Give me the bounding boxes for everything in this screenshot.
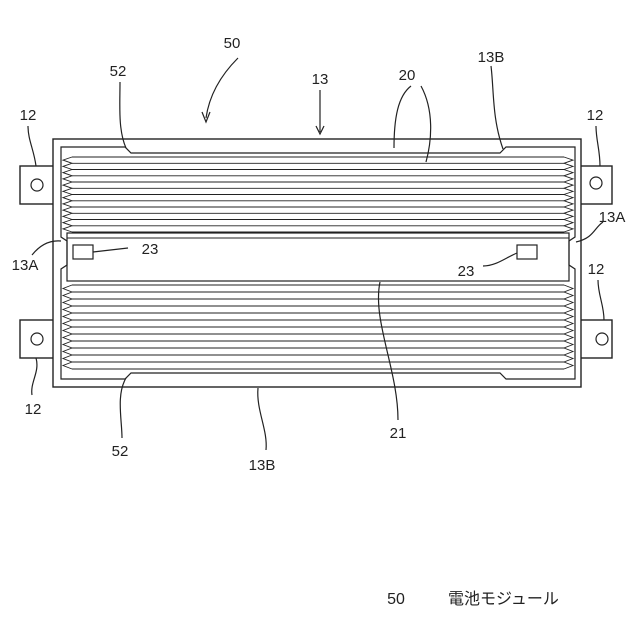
legend-number: 50 [387,591,405,608]
label-bracket-bottom-left: 12 [25,401,42,418]
label-bracket-top-right: 12 [587,107,604,124]
label-bus: 21 [390,425,407,442]
label-flange-bottom: 13B [249,457,276,474]
label-side-right: 13A [599,209,626,226]
mounting-bracket-bottom-left [20,320,56,358]
label-spacer-bottom: 52 [112,443,129,460]
mounting-bracket-top-left [20,166,56,204]
label-bracket-right-middle: 12 [588,261,605,278]
label-terminal-right: 23 [458,263,475,280]
label-spacer-top: 52 [110,63,127,80]
legend-text: 電池モジュール [448,590,559,608]
label-cells: 20 [399,67,416,84]
label-case: 13 [312,71,329,88]
label-terminal-left: 23 [142,241,159,258]
label-side-left: 13A [12,257,39,274]
label-module: 50 [224,35,241,52]
label-bracket-top-left: 12 [20,107,37,124]
label-flange-top: 13B [478,49,505,66]
